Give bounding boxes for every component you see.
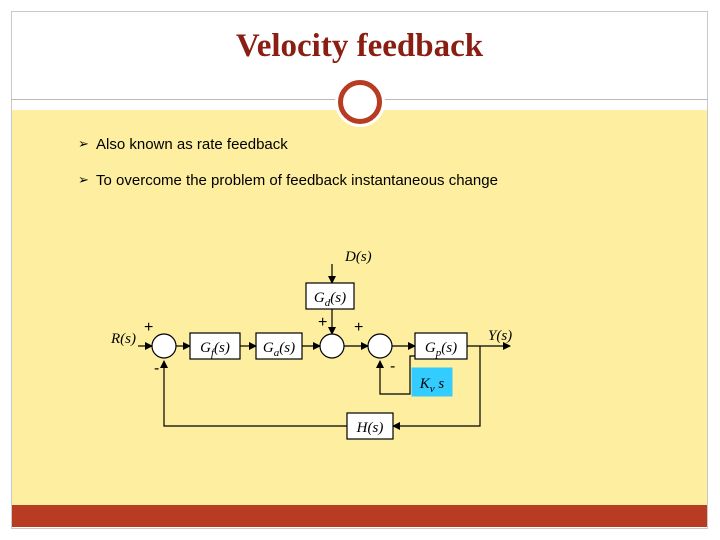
bullet-item: ➢ To overcome the problem of feedback in… bbox=[78, 172, 498, 192]
kv-label: Kv s bbox=[419, 376, 445, 395]
bottom-accent-bar bbox=[12, 505, 707, 527]
gf-label: Gf(s) bbox=[200, 340, 230, 359]
gp-block bbox=[414, 332, 468, 360]
gf-block bbox=[189, 332, 241, 360]
input-label: R(s) bbox=[110, 331, 136, 347]
arrow-bullet-icon: ➢ bbox=[78, 172, 89, 187]
bullet-text: Also known as rate feedback bbox=[96, 136, 288, 153]
arrow-bullet-icon: ➢ bbox=[78, 136, 89, 151]
bullet-text: To overcome the problem of feedback inst… bbox=[96, 172, 498, 189]
bullet-list: ➢ Also known as rate feedback ➢ To overc… bbox=[78, 136, 498, 208]
h-feedback-return-line bbox=[160, 360, 347, 427]
summing-junction-2 bbox=[319, 333, 345, 359]
slide-title: Velocity feedback bbox=[235, 28, 484, 64]
output-label: Y(s) bbox=[488, 328, 512, 344]
gd-block bbox=[305, 282, 355, 310]
kv-block bbox=[411, 367, 453, 397]
h-block bbox=[346, 412, 394, 440]
summing-junction-1 bbox=[151, 333, 177, 359]
disturbance-label: D(s) bbox=[344, 249, 372, 265]
h-feedback-forward-line bbox=[392, 346, 481, 430]
gp-label: Gp(s) bbox=[425, 340, 457, 359]
j1-minus-sign: - bbox=[154, 360, 159, 377]
j3-minus-sign: - bbox=[390, 358, 395, 375]
ga-block bbox=[255, 332, 303, 360]
summing-junction-3 bbox=[367, 333, 393, 359]
ring-ornament-icon bbox=[338, 80, 382, 124]
gd-label: Gd(s) bbox=[314, 290, 346, 309]
h-label: H(s) bbox=[356, 420, 384, 436]
signal-lines bbox=[138, 264, 511, 430]
j3-plus-sign: + bbox=[354, 319, 363, 336]
bullet-item: ➢ Also known as rate feedback bbox=[78, 136, 498, 156]
ga-label: Ga(s) bbox=[263, 340, 295, 359]
j2-plus-sign: + bbox=[318, 314, 327, 331]
j1-plus-sign: + bbox=[144, 319, 153, 336]
